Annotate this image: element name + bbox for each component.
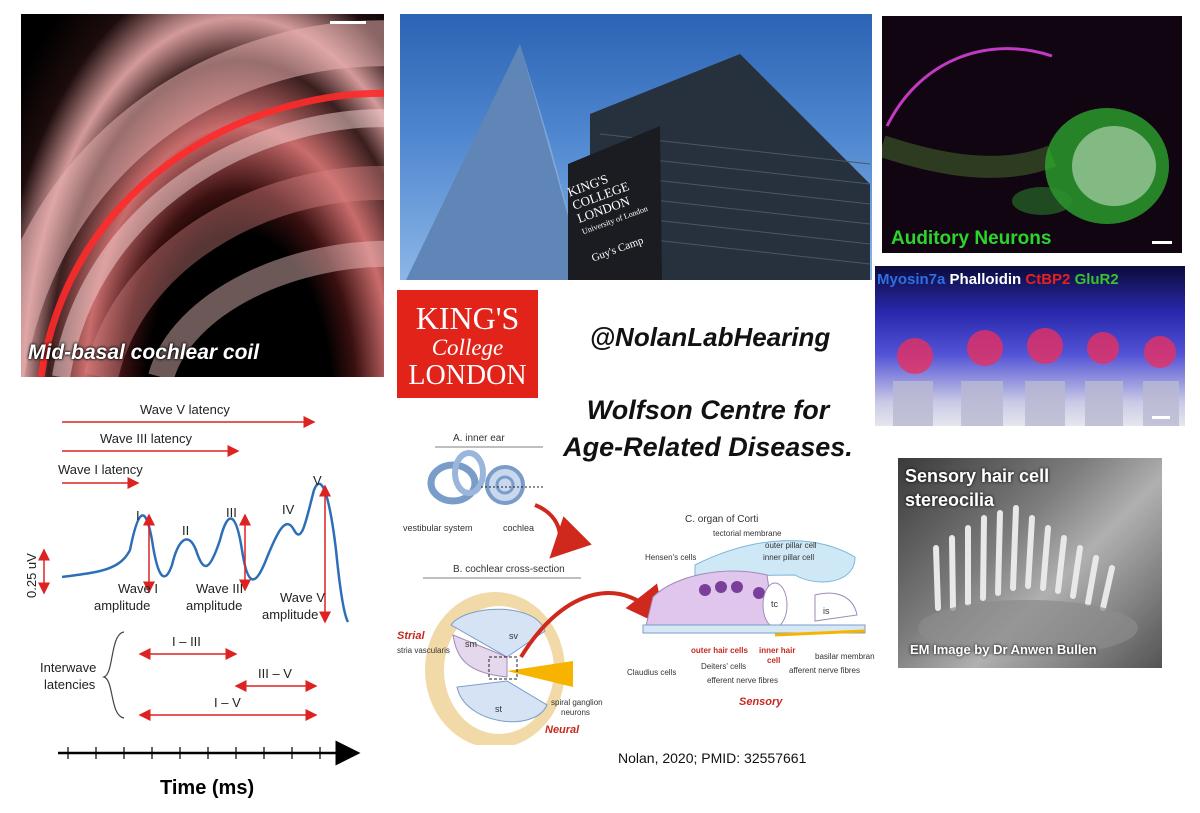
peak-iv-label: IV: [282, 502, 295, 517]
interval-i-v-label: I – V: [214, 695, 241, 710]
deiters-cells-label: Deiters' cells: [701, 662, 746, 671]
em-title-line2: stereocilia: [905, 490, 995, 510]
stain-label-phalloidin: Phalloidin: [949, 271, 1022, 288]
sm-label: sm: [465, 639, 477, 649]
wave-v-amplitude-label-1: Wave V: [280, 590, 325, 605]
scale-bar: [1152, 416, 1170, 419]
interwave-brace: [101, 631, 125, 719]
hair-cell-stain-image: Myosin7a Phalloidin CtBP2 GluR2: [875, 266, 1185, 426]
cochlear-coil-image: Mid-basal cochlear coil: [21, 14, 384, 377]
em-title-line1: Sensory hair cell: [905, 466, 1050, 486]
zoom-arrow-b: [519, 583, 666, 659]
inner-hair-label: inner hair: [759, 646, 795, 655]
tectorial-membrane-label: tectorial membrane: [713, 529, 782, 538]
abr-waveform-diagram: Wave V latency Wave III latency Wave I l…: [24, 402, 361, 799]
neurons-label: neurons: [561, 708, 590, 717]
peak-v-label: V: [313, 473, 322, 488]
interwave-label-2: latencies: [44, 677, 96, 692]
stria-vascularis-label: stria vascularis: [397, 646, 450, 655]
inner-ear-illustration: [427, 450, 543, 505]
hensens-cells-label: Hensen's cells: [645, 553, 696, 562]
interval-iii-v-label: III – V: [258, 666, 292, 681]
outer-pillar-cell-label: outer pillar cell: [765, 541, 817, 550]
kcl-logo: KING'S College LONDON: [397, 290, 538, 398]
spiral-ganglion-label: spiral ganglion: [551, 698, 603, 707]
wave-i-latency-label: Wave I latency: [58, 462, 143, 477]
wave-v-amplitude-label-2: amplitude: [262, 607, 318, 622]
logo-london: LONDON: [408, 360, 527, 391]
scale-bar: [1152, 241, 1172, 244]
citation: Nolan, 2020; PMID: 32557661: [618, 750, 807, 766]
building-photo: KING'S COLLEGE LONDON University of Lond…: [400, 14, 872, 280]
cross-section-title: B. cochlear cross-section: [453, 564, 565, 575]
peak-iii-label: III: [226, 505, 237, 520]
organ-corti-illustration: [642, 540, 866, 637]
wave-iii-latency-label: Wave III latency: [100, 431, 192, 446]
outer-hair-cells-label: outer hair cells: [691, 646, 748, 655]
claudius-cells-label: Claudius cells: [627, 668, 676, 677]
logo-college: College: [431, 335, 504, 360]
cross-section-illustration: [425, 592, 573, 745]
stain-label-glur2: GluR2: [1074, 271, 1119, 288]
wave-v-latency-label: Wave V latency: [140, 402, 230, 417]
wave-i-amplitude-label-1: Wave I: [118, 581, 158, 596]
st-label: st: [495, 704, 503, 714]
sensory-label: Sensory: [739, 696, 783, 708]
afferent-nerve-label: afferent nerve fibres: [789, 666, 860, 675]
vestibular-label: vestibular system: [403, 523, 473, 533]
efferent-nerve-label: efferent nerve fibres: [707, 676, 778, 685]
stain-label-ctbp2: CtBP2: [1025, 271, 1071, 288]
is-label: is: [823, 606, 830, 616]
cochlea-label: cochlea: [503, 523, 534, 533]
neurons-illustration: [882, 47, 1169, 224]
zoom-arrow-a: [534, 503, 592, 559]
inner-hair-cell-label: cell: [767, 656, 780, 665]
inner-ear-diagram: A. inner ear vestibular system cochlea B…: [397, 433, 875, 745]
em-stereocilia-image: Sensory hair cell stereocilia EM Image b…: [898, 458, 1162, 668]
em-title: Sensory hair cell stereocilia: [905, 464, 1049, 512]
stereocilia-illustration: [918, 505, 1138, 656]
building-illustration: [406, 44, 871, 280]
amplitude-scale-label: 0.25 uV: [24, 553, 39, 598]
peak-i-label: I: [136, 508, 140, 523]
interval-i-iii-label: I – III: [172, 634, 201, 649]
peak-ii-label: II: [182, 523, 189, 538]
logo-kings: KING'S: [415, 300, 520, 336]
stain-label-myosin: Myosin7a: [877, 271, 946, 288]
tc-label: tc: [771, 599, 779, 609]
wave-iii-amplitude-label-1: Wave III: [196, 581, 243, 596]
neural-label: Neural: [545, 724, 580, 736]
stain-legend: Myosin7a Phalloidin CtBP2 GluR2: [877, 271, 1119, 288]
time-axis-ticks: [67, 747, 321, 759]
inner-pillar-cell-label: inner pillar cell: [763, 553, 814, 562]
scale-bar: [330, 21, 366, 24]
wave-iii-amplitude-label-2: amplitude: [186, 598, 242, 613]
cochlea-caption: Mid-basal cochlear coil: [28, 341, 260, 364]
organ-corti-title: C. organ of Corti: [685, 514, 758, 525]
basilar-membrane-label: basilar membrane: [815, 652, 875, 661]
strial-label: Strial: [397, 630, 425, 642]
stain-illustration: [893, 328, 1179, 426]
neurons-caption: Auditory Neurons: [891, 228, 1052, 249]
centre-name-line1: Wolfson Centre for: [586, 395, 830, 425]
cochlea-rings: [21, 20, 384, 377]
lab-handle: @NolanLabHearing: [589, 322, 831, 352]
em-credit: EM Image by Dr Anwen Bullen: [910, 642, 1097, 657]
centre-name-line2: Age-Related Diseases.: [563, 432, 853, 462]
auditory-neurons-image: Auditory Neurons: [882, 16, 1182, 253]
wave-i-amplitude-label-2: amplitude: [94, 598, 150, 613]
time-axis-label: Time (ms): [160, 777, 254, 799]
sv-label: sv: [509, 631, 519, 641]
inner-ear-title: A. inner ear: [453, 433, 505, 444]
interwave-label-1: Interwave: [40, 660, 96, 675]
